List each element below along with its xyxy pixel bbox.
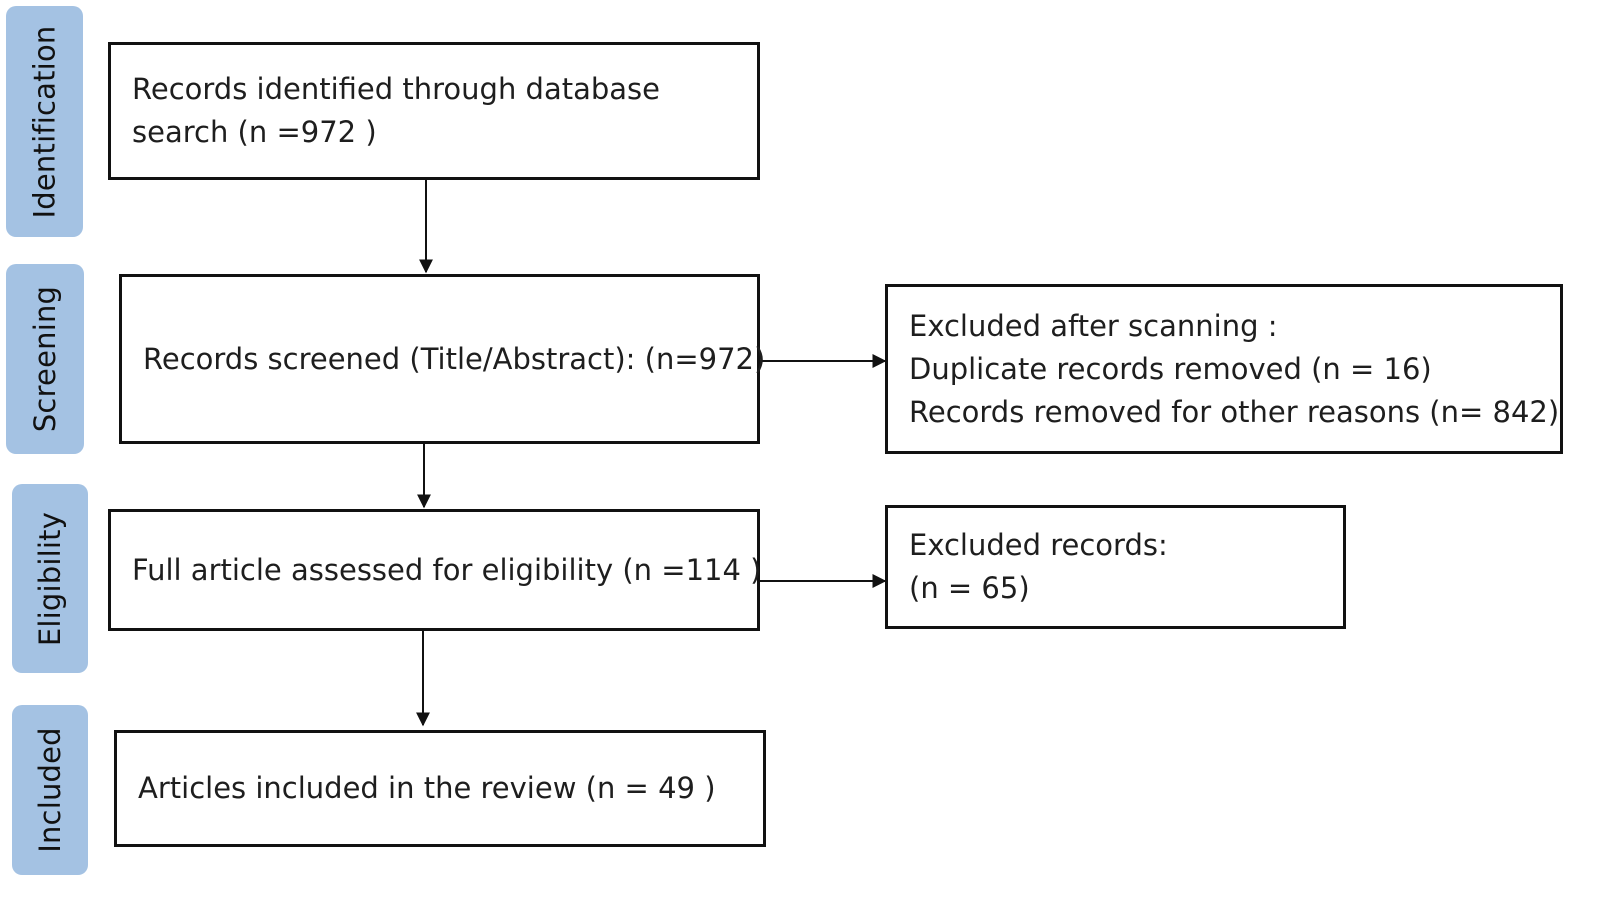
box-excluded-records: Excluded records: (n = 65) xyxy=(885,505,1346,629)
box-excluded-records-line-1: Excluded records: xyxy=(909,528,1168,562)
box-articles-included-line-1: Articles included in the review (n = 49 … xyxy=(138,771,716,805)
stage-identification: Identification xyxy=(6,6,83,237)
box-records-identified: Records identified through database sear… xyxy=(108,42,760,180)
box-full-article-assessed-line-1: Full article assessed for eligibility (n… xyxy=(132,552,762,587)
box-excluded-after-scanning-line-3: Records removed for other reasons (n= 84… xyxy=(909,394,1560,429)
stage-eligibility: Eligibility xyxy=(12,484,88,673)
box-articles-included: Articles included in the review (n = 49 … xyxy=(114,730,766,847)
stage-screening: Screening xyxy=(6,264,84,454)
box-excluded-after-scanning: Excluded after scanning : Duplicate reco… xyxy=(885,284,1563,454)
box-records-identified-line-2: search (n =972 ) xyxy=(132,115,377,149)
box-records-screened-line-1: Records screened (Title/Abstract): (n=97… xyxy=(143,341,766,376)
box-excluded-after-scanning-line-1: Excluded after scanning : xyxy=(909,308,1278,343)
box-records-screened: Records screened (Title/Abstract): (n=97… xyxy=(119,274,766,444)
box-records-identified-line-1: Records identified through database xyxy=(132,72,660,106)
stage-included: Included xyxy=(12,705,88,875)
box-excluded-records-line-2: (n = 65) xyxy=(909,571,1030,605)
box-excluded-after-scanning-line-2: Duplicate records removed (n = 16) xyxy=(909,351,1432,386)
box-full-article-assessed: Full article assessed for eligibility (n… xyxy=(108,509,762,631)
